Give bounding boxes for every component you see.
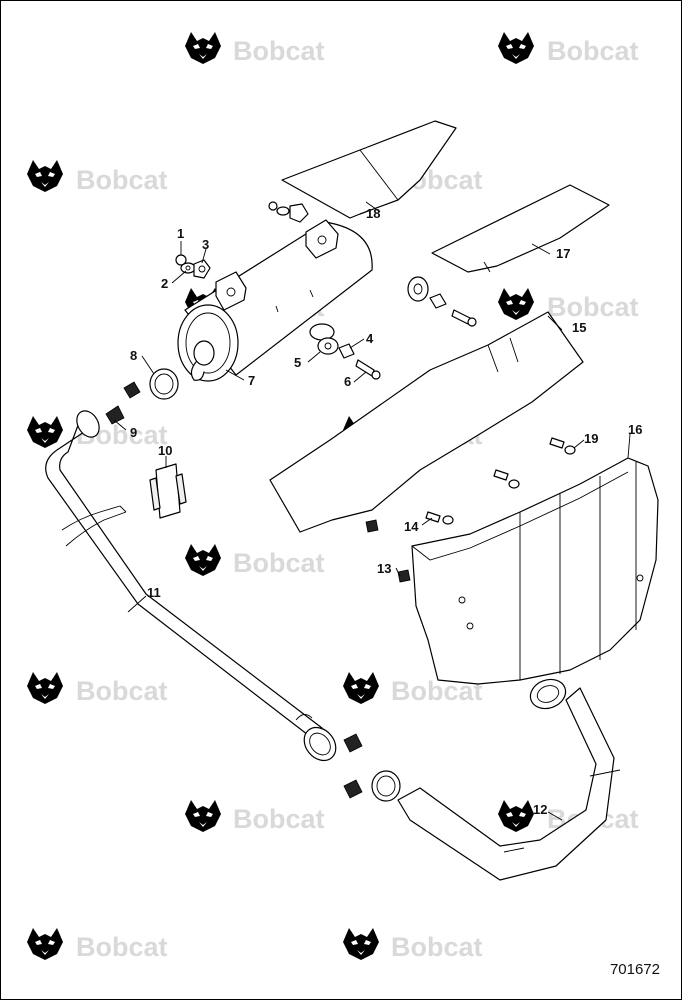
bobcat-logo-icon [185, 800, 221, 832]
callout-8: 8 [130, 348, 137, 363]
part-15-mount-hardware [407, 276, 477, 327]
part-8-gasket [149, 368, 179, 400]
callout-10: 10 [158, 443, 172, 458]
bobcat-logo-icon [27, 416, 63, 448]
bobcat-logo-icon [498, 32, 534, 64]
callout-19: 19 [584, 431, 598, 446]
callout-7: 7 [248, 373, 255, 388]
callout-16: 16 [628, 422, 642, 437]
part-18-insulation-strip [281, 120, 457, 219]
callout-11: 11 [147, 585, 161, 600]
callout-17: 17 [556, 246, 570, 261]
part-13-14-19-hardware [365, 437, 576, 583]
bobcat-logo-icon [27, 160, 63, 192]
watermark-text: Bobcat [233, 36, 325, 66]
watermark: Bobcat [498, 32, 639, 66]
part-16-heat-shield [411, 457, 659, 685]
watermark-text: Bobcat [76, 676, 168, 706]
callout-13: 13 [377, 561, 391, 576]
callout-14: 14 [404, 519, 419, 534]
part-10-isolator [149, 463, 187, 519]
callout-1: 1 [177, 226, 184, 241]
bobcat-logo-icon [185, 544, 221, 576]
watermark-text: Bobcat [233, 548, 325, 578]
watermark-text: Bobcat [547, 292, 639, 322]
bobcat-logo-icon [27, 672, 63, 704]
bobcat-logo-icon [185, 32, 221, 64]
part-15-heat-strip [269, 311, 584, 533]
leader-lines [113, 201, 631, 821]
watermark-text: Bobcat [76, 165, 168, 195]
watermark: Bobcat [185, 32, 325, 66]
bobcat-logo-icon [27, 928, 63, 960]
drawing-number: 701672 [609, 961, 660, 978]
watermark: Bobcat [185, 544, 325, 578]
bobcat-logo-icon [343, 672, 379, 704]
callout-3: 3 [202, 237, 209, 252]
bobcat-logo-icon [343, 928, 379, 960]
part-11-exhaust-pipe [45, 410, 337, 762]
callout-2: 2 [161, 276, 168, 291]
part-1-2-3-hardware [175, 201, 309, 279]
watermark: Bobcat [185, 800, 325, 834]
part-7-muffler [177, 219, 373, 382]
callout-12: 12 [533, 802, 547, 817]
watermark: Bobcat [498, 288, 639, 322]
bobcat-logo-icon [498, 800, 534, 832]
watermark-text: Bobcat [391, 932, 483, 962]
watermark: Bobcat [27, 672, 168, 706]
part-12-lower-pipe [371, 678, 621, 881]
watermark: Bobcat [27, 160, 168, 195]
bobcat-logo-icon [498, 288, 534, 320]
callout-labels: 1 2 3 4 5 6 7 8 9 10 11 12 13 14 15 16 1… [130, 206, 642, 817]
watermark-text: Bobcat [76, 932, 168, 962]
callout-9: 9 [130, 425, 137, 440]
callout-18: 18 [366, 206, 380, 221]
part-9-clamp-nut [105, 381, 363, 799]
callout-5: 5 [294, 355, 301, 370]
callout-6: 6 [344, 374, 351, 389]
watermark: Bobcat [343, 928, 483, 962]
callout-15: 15 [572, 320, 586, 335]
watermark-text: Bobcat [233, 804, 325, 834]
watermark-text: Bobcat [547, 36, 639, 66]
watermark: Bobcat [27, 928, 168, 962]
part-17-panel [431, 184, 610, 273]
callout-4: 4 [366, 331, 374, 346]
